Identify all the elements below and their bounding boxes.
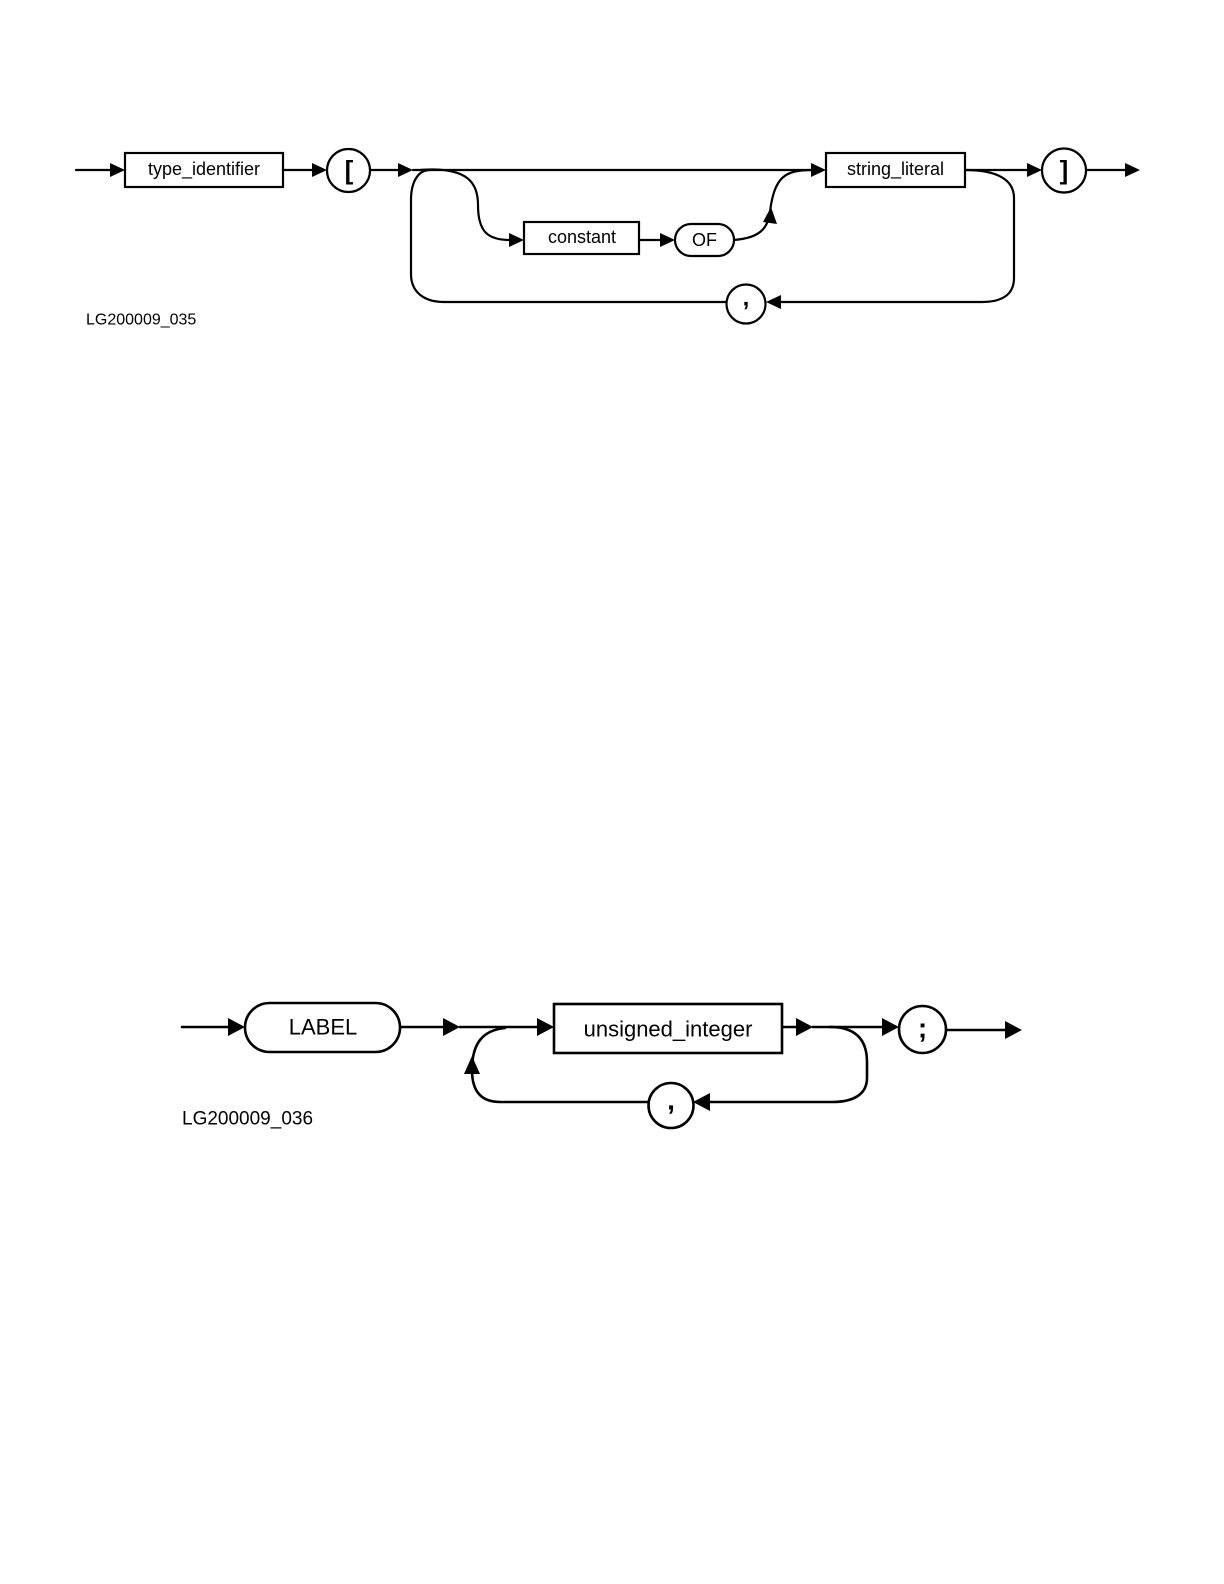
comma-circle (647, 1081, 695, 1130)
figure-id-label: LG200009_036 (182, 1109, 313, 1130)
arrow-head (537, 1018, 554, 1036)
arrow-head (398, 163, 413, 177)
comma-label: , (667, 1085, 675, 1116)
constant-label: constant (548, 227, 616, 247)
close-bracket-label: ] (1060, 155, 1069, 185)
close-bracket-circle (1040, 147, 1088, 194)
arrow-head (509, 233, 524, 247)
comma-label: , (743, 285, 750, 312)
string-literal-label: string_literal (847, 159, 944, 180)
string-literal-box (824, 151, 967, 189)
constant-box (522, 220, 641, 256)
loop-back-left (409, 168, 729, 304)
arrow-head (1125, 163, 1140, 177)
arrow-head (1005, 1021, 1022, 1039)
loop-back-right (779, 168, 1016, 304)
arrow-head (882, 1018, 899, 1036)
branch-to-constant (418, 168, 512, 242)
type-identifier-label: type_identifier (148, 159, 260, 180)
semicolon-circle (897, 1004, 948, 1055)
figure-id-label: LG200009_035 (86, 312, 196, 329)
arrow-head (811, 163, 826, 177)
unsigned-integer-label: unsigned_integer (584, 1017, 753, 1042)
syntax-diagram-1: type_identifier [ constant OF string_lit… (74, 147, 1140, 329)
arrow-head (228, 1018, 245, 1036)
unsigned-integer-box (552, 1002, 784, 1055)
semicolon-label: ; (918, 1013, 927, 1044)
comma-circle (725, 283, 767, 325)
arrow-head (796, 1018, 813, 1036)
open-bracket-label: [ (345, 155, 354, 185)
arrow-head (763, 207, 777, 224)
arrow-head (443, 1018, 460, 1036)
label-keyword-pill (243, 1001, 402, 1054)
of-keyword-label: OF (692, 230, 717, 250)
arrow-head (660, 233, 675, 247)
arrow-head (693, 1093, 710, 1111)
branch-to-string-literal (732, 168, 814, 242)
arrow-head (110, 163, 125, 177)
arrow-head (766, 295, 781, 309)
arrow-head (312, 163, 327, 177)
of-keyword-pill (673, 222, 736, 258)
arrow-head (464, 1056, 480, 1074)
syntax-diagram-2: LABEL unsigned_integer ; , LG200009_036 (180, 1001, 1022, 1130)
type-identifier-box (123, 151, 285, 189)
loop-back-right (708, 1025, 869, 1104)
open-bracket-circle (325, 147, 372, 194)
label-keyword-label: LABEL (289, 1015, 358, 1040)
arrow-head (1027, 163, 1042, 177)
